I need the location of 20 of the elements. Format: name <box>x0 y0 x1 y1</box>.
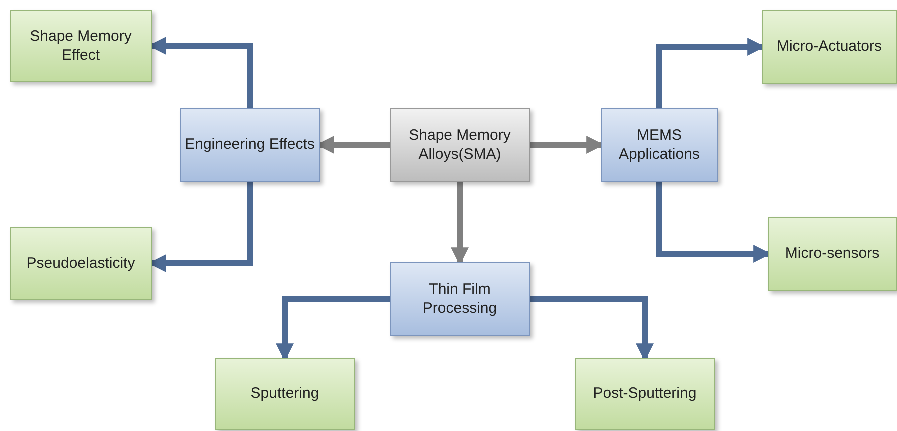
process-box <box>390 108 530 182</box>
process-box <box>762 10 897 84</box>
box-label: Post-Sputtering <box>592 384 698 404</box>
process-box <box>215 358 355 430</box>
box-label: Shape Memory Alloys(SMA) <box>408 126 512 164</box>
box-label: Shape Memory Effect <box>29 26 133 66</box>
process-box <box>768 217 897 291</box>
process-box <box>10 227 152 300</box>
box-label: Micro-sensors <box>784 244 881 264</box>
box-label: Micro-Actuators <box>776 37 884 57</box>
process-box <box>180 108 320 182</box>
process-box <box>10 10 152 82</box>
box-label: Sputtering <box>250 384 320 404</box>
process-box <box>601 108 718 182</box>
box-label: Engineering Effects <box>184 135 316 155</box>
box-label: Thin Film Processing <box>422 280 498 318</box>
box-label: MEMS Applications <box>618 126 701 164</box>
process-box <box>575 358 715 430</box>
process-box <box>390 262 530 336</box>
box-label: Pseudoelasticity <box>26 254 136 274</box>
